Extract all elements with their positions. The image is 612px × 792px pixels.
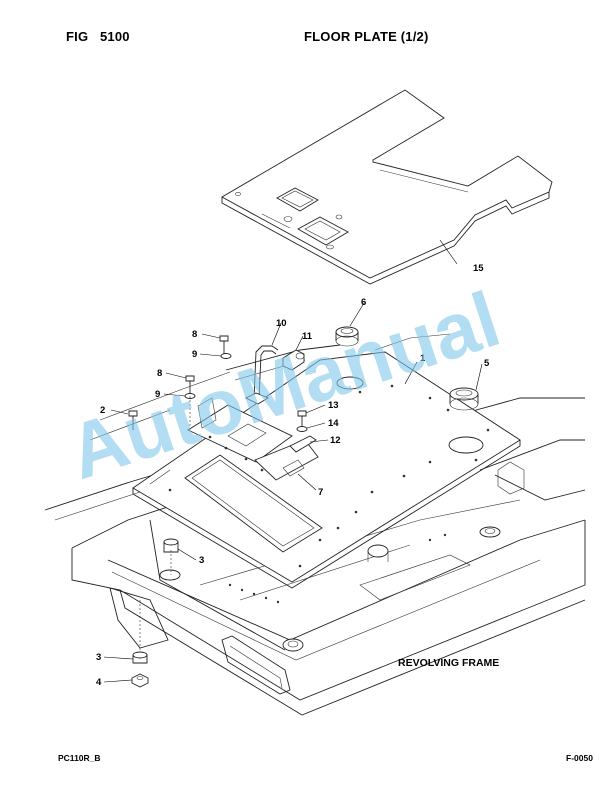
model-code: PC110R_B (58, 753, 101, 763)
callout-14: 14 (328, 418, 339, 429)
callout-9-upper: 9 (192, 349, 197, 360)
page-code: F-0050 (566, 753, 593, 763)
callout-15: 15 (473, 263, 484, 274)
callout-1: 1 (420, 353, 426, 364)
floor-plate-main (132, 351, 521, 589)
callout-6: 6 (361, 297, 366, 308)
revolving-frame-label: REVOLVING FRAME (398, 657, 499, 669)
page-title: FLOOR PLATE (1/2) (304, 29, 429, 44)
callout-9-lower: 9 (155, 389, 160, 400)
fig-label: FIG (66, 29, 89, 44)
callout-4: 4 (96, 677, 102, 688)
leader-lines (103, 239, 483, 683)
floor-plate-upper (221, 89, 553, 285)
callout-8-upper: 8 (192, 329, 197, 340)
callout-7: 7 (318, 487, 323, 498)
callout-8-lower: 8 (157, 368, 162, 379)
callout-2: 2 (100, 405, 105, 416)
callout-3-upper: 3 (199, 555, 204, 566)
callout-11: 11 (302, 331, 313, 342)
fig-number: 5100 (100, 29, 130, 44)
callout-12: 12 (330, 435, 341, 446)
callout-3-lower: 3 (96, 652, 101, 663)
callout-13: 13 (328, 400, 339, 411)
callout-5: 5 (484, 358, 490, 369)
callout-10: 10 (276, 318, 287, 329)
